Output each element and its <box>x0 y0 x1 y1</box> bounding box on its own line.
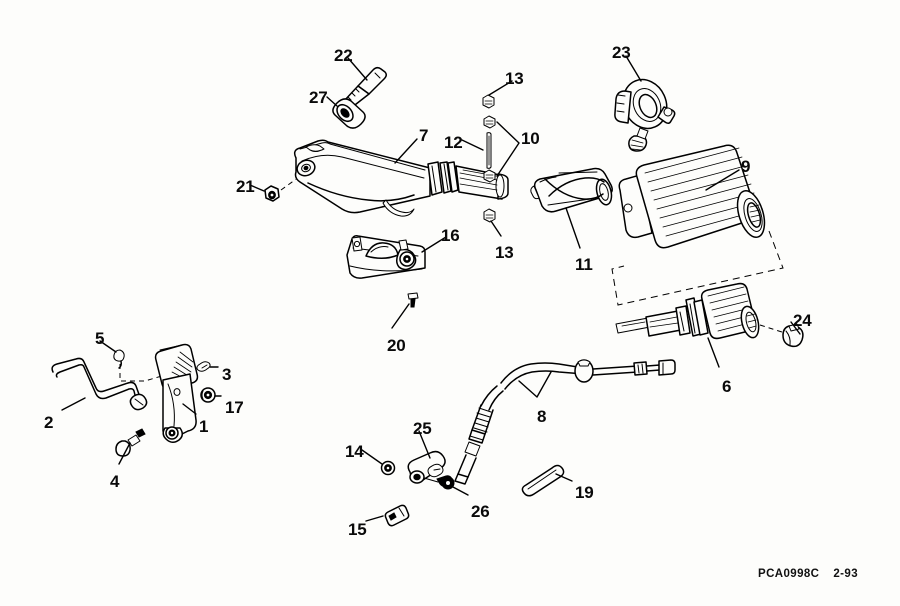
callout-10: 10 <box>521 129 540 148</box>
callout-15: 15 <box>348 520 367 539</box>
part-23-ring-clamp <box>614 78 676 152</box>
drawing-number: PCA0998C <box>758 568 820 580</box>
part-7-tiller-handle-body <box>293 139 509 217</box>
part-17-washer <box>200 387 216 403</box>
part-6-friction-adjuster <box>615 282 760 340</box>
callout-17: 17 <box>225 398 244 417</box>
callout-21: 21 <box>236 177 255 196</box>
part-1-tiller-bracket <box>154 343 199 443</box>
leader-6-to-24 <box>759 324 786 334</box>
callout-7: 7 <box>419 126 429 145</box>
callout-16: 16 <box>441 226 460 245</box>
callout-3: 3 <box>222 365 232 384</box>
part-27-bushing <box>332 98 366 129</box>
part-10-washer-lower <box>483 169 496 183</box>
leader-lines <box>61 55 801 522</box>
part-12-rod <box>486 132 492 169</box>
callout-25: 25 <box>413 419 432 438</box>
callout-2: 2 <box>44 413 54 432</box>
callout-4: 4 <box>110 472 120 491</box>
callout-14: 14 <box>345 442 364 461</box>
callout-11: 11 <box>575 255 593 274</box>
callout-6: 6 <box>722 377 732 396</box>
callout-19: 19 <box>575 483 594 502</box>
callout-9: 9 <box>741 157 751 176</box>
callout-8: 8 <box>537 407 547 426</box>
part-15-clip-small <box>384 504 410 527</box>
part-5-cotter-clip <box>113 349 125 369</box>
part-16-cover-bracket <box>346 235 426 279</box>
part-4-pin <box>115 428 146 457</box>
leader-5-dashed <box>119 364 166 382</box>
leader-25-to-26 <box>423 477 439 483</box>
part-13-nut-upper <box>482 94 495 109</box>
callout-24: 24 <box>793 311 812 330</box>
callout-27: 27 <box>309 88 328 107</box>
callout-23: 23 <box>612 43 631 62</box>
part-14-washer-small <box>380 460 396 476</box>
part-11-cam-sleeve <box>530 167 613 213</box>
part-25-lever-arm <box>407 450 446 484</box>
part-19-pin-rod <box>521 464 565 497</box>
part-2-steering-rod <box>51 357 148 411</box>
part-8-throttle-cable <box>454 359 676 485</box>
part-21-lock-nut <box>264 185 280 202</box>
assembly-path-grip-to-shaft <box>611 230 784 306</box>
part-20-screw <box>407 292 419 308</box>
part-26-screw-small <box>436 475 455 490</box>
part-9-throttle-grip <box>618 144 766 249</box>
callout-1: 1 <box>199 417 209 436</box>
callout-5: 5 <box>95 329 105 348</box>
cable-spring-wrap <box>471 404 494 435</box>
callout-12: 12 <box>444 133 463 152</box>
drawing-footer: PCA0998C 2-93 <box>758 568 858 580</box>
callout-13-upper: 13 <box>505 69 524 88</box>
part-3-clip <box>196 361 211 372</box>
callout-22: 22 <box>334 46 353 65</box>
callout-13-lower: 13 <box>495 243 514 262</box>
part-13-nut-lower <box>483 208 496 223</box>
callout-20: 20 <box>387 336 406 355</box>
part-10-washer-upper <box>483 115 496 129</box>
callout-26: 26 <box>471 502 490 521</box>
revision-date: 2-93 <box>833 568 858 580</box>
